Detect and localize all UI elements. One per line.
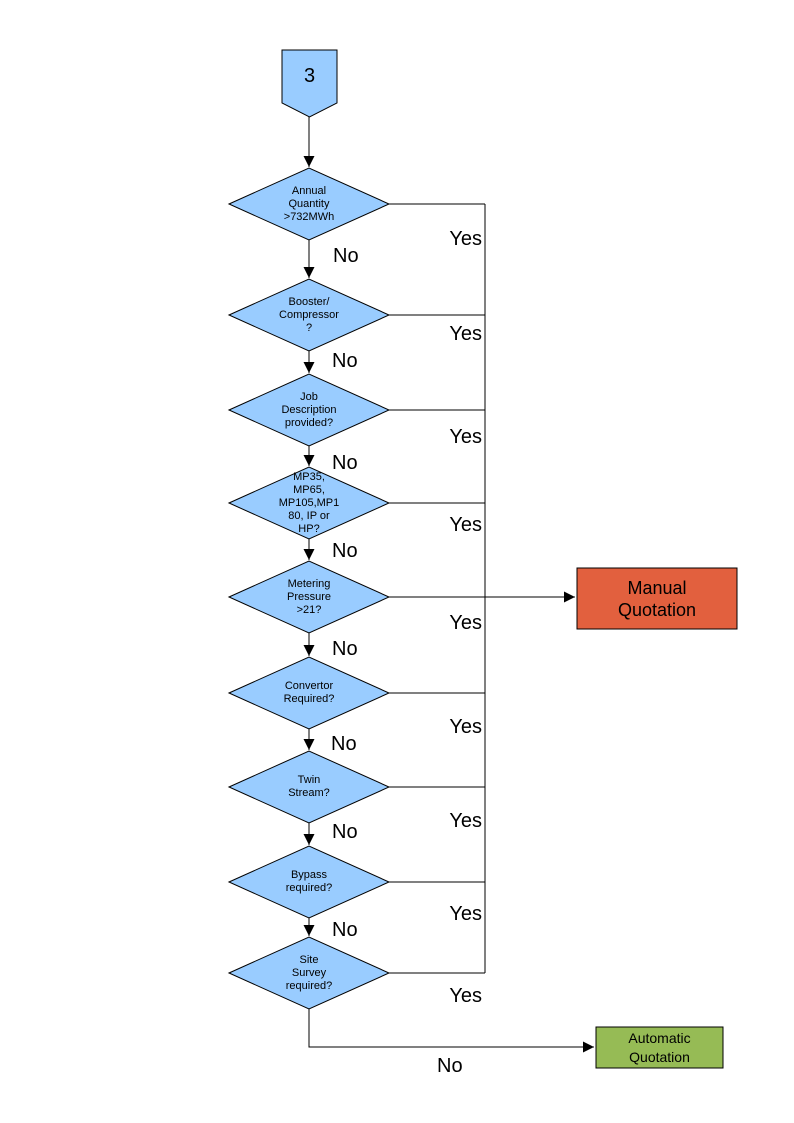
automatic-quotation-label: Automatic Quotation <box>628 1029 691 1065</box>
edge-no-to-automatic-quotation <box>308 1009 594 1053</box>
offpage-connector-shape <box>281 49 338 118</box>
no-label-twin-stream: No <box>332 821 358 843</box>
no-label-meter-type: No <box>332 540 358 562</box>
no-label-job-description: No <box>332 452 358 474</box>
offpage-connector-label: 3 <box>303 65 316 87</box>
decision-annual-quantity-label: Annual Quantity >732MWh <box>283 184 335 223</box>
yes-label-twin-stream: Yes <box>449 810 482 832</box>
no-label-metering-pressure: No <box>332 638 358 660</box>
decision-twin-stream-label: Twin Stream? <box>288 774 330 799</box>
no-label-convertor: No <box>331 733 357 755</box>
yes-label-convertor: Yes <box>449 716 482 738</box>
decision-site-survey-label: Site Survey required? <box>285 953 333 992</box>
decision-meter-type-label: MP35, MP65, MP105,MP1 80, IP or HP? <box>278 470 340 535</box>
yes-label-booster-compressor: Yes <box>449 323 482 345</box>
decision-booster-compressor-label: Booster/ Compressor ? <box>279 295 339 334</box>
decision-job-description-label: Job Description provided? <box>281 390 337 429</box>
automatic-quotation-shape <box>595 1026 724 1069</box>
manual-quotation-shape <box>576 567 738 630</box>
yes-label-bypass: Yes <box>449 903 482 925</box>
decision-bypass-label: Bypass required? <box>285 869 333 894</box>
decision-convertor-label: Convertor Required? <box>283 680 335 705</box>
decision-metering-pressure-label: Metering Pressure >21? <box>286 577 332 616</box>
yes-label-metering-pressure: Yes <box>449 612 482 634</box>
yes-label-site-survey: Yes <box>449 985 482 1007</box>
yes-label-job-description: Yes <box>449 426 482 448</box>
yes-label-meter-type: Yes <box>449 514 482 536</box>
yes-label-annual-quantity: Yes <box>449 228 482 250</box>
no-label-bypass: No <box>332 919 358 941</box>
no-label-booster-compressor: No <box>332 350 358 372</box>
no-label-annual-quantity: No <box>333 245 359 267</box>
no-label-site-survey: No <box>437 1055 463 1077</box>
manual-quotation-label: Manual Quotation <box>617 577 697 620</box>
